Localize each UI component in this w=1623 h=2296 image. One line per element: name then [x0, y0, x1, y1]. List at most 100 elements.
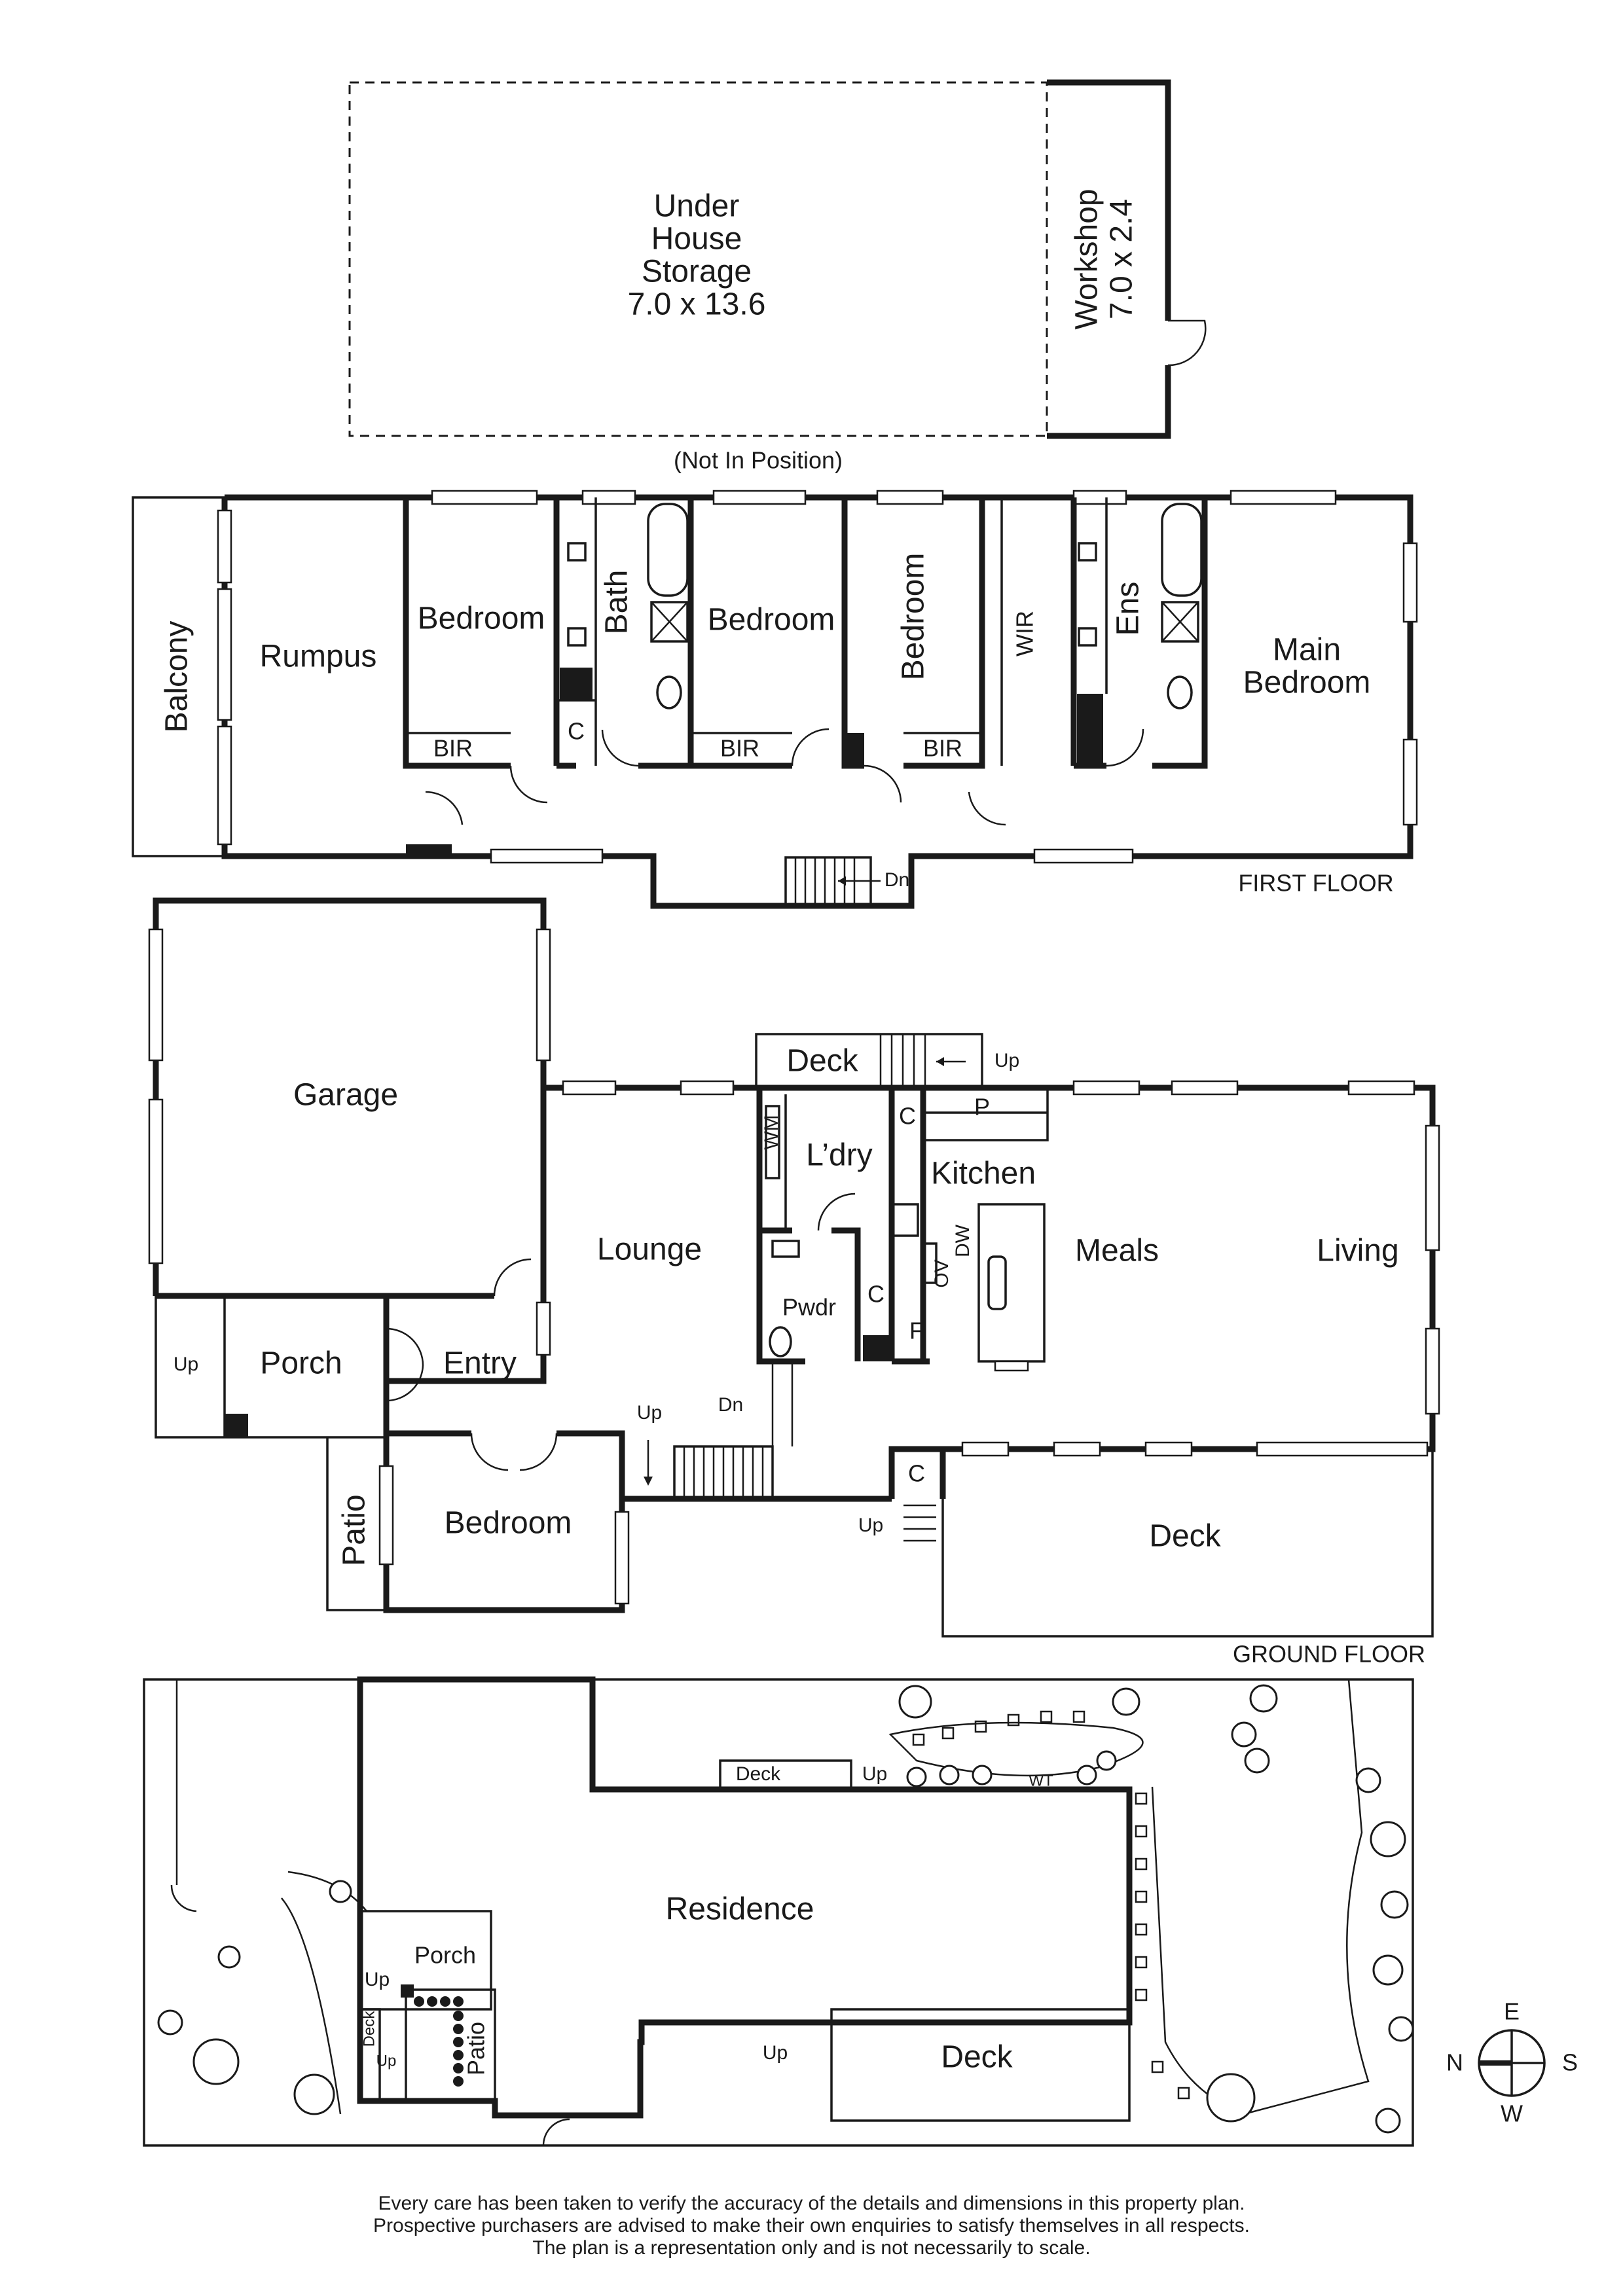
- stepping-stone: [941, 1727, 955, 1740]
- porch-up-label: Up: [173, 1354, 198, 1375]
- window: [148, 1098, 164, 1265]
- workshop-walls: [1047, 79, 1171, 321]
- site-patio: [405, 1988, 496, 2102]
- vanity-basin: [567, 627, 587, 647]
- stepping-stone: [1072, 1710, 1085, 1723]
- stepping-stone: [1135, 1825, 1148, 1838]
- window: [1072, 1080, 1140, 1096]
- powder-toilet: [769, 1326, 792, 1357]
- site-porch-up-label: Up: [365, 1969, 390, 1990]
- tree-icon: [293, 2073, 335, 2115]
- patio-dot: [453, 2037, 464, 2047]
- compass-south: S: [1562, 2049, 1578, 2076]
- window: [1033, 848, 1134, 864]
- patio-outline: [326, 1437, 386, 1611]
- wir-label: WIR: [1012, 611, 1038, 656]
- tree-icon: [1249, 1684, 1278, 1713]
- site-top-deck-up-label: Up: [862, 1763, 887, 1785]
- bir1-label: BIR: [433, 735, 473, 762]
- window: [1072, 490, 1127, 505]
- site-porch-post: [401, 1984, 414, 1998]
- c2-label: C: [867, 1281, 884, 1308]
- tree-icon: [1388, 2016, 1414, 2042]
- toilet: [1167, 675, 1193, 709]
- rumpus-label: Rumpus: [260, 639, 377, 674]
- window: [1347, 1080, 1415, 1096]
- meals-label: Meals: [1075, 1234, 1159, 1268]
- ground-floor-section: Garage Up Porch Entry Patio Bedroom Loun…: [148, 897, 1440, 1668]
- window: [217, 588, 232, 721]
- shower: [650, 601, 689, 643]
- patio-dot: [440, 1996, 450, 2007]
- under-house-storage-label-2: House: [651, 222, 742, 257]
- window: [1053, 1441, 1101, 1457]
- stepping-stone: [1135, 1923, 1148, 1936]
- bedroom3-label: Bedroom: [896, 553, 931, 681]
- cupboard-label: C: [568, 718, 585, 745]
- site-plan-section: Residence Deck Up WT Porch Up Patio Deck…: [143, 1676, 1414, 2147]
- stepping-stone: [1135, 1988, 1148, 2001]
- bir3-label: BIR: [923, 735, 962, 762]
- site-small-deck-up-label: Up: [376, 2052, 397, 2070]
- vanity-basin: [567, 542, 587, 562]
- kitchen-label: Kitchen: [931, 1157, 1036, 1191]
- bottom-deck-up-label: Up: [858, 1515, 883, 1536]
- door-swing: [791, 728, 830, 766]
- dw-label: DW: [952, 1224, 974, 1257]
- top-deck-outline: [755, 1033, 983, 1089]
- laundry-sink: [771, 1240, 800, 1258]
- site-patio-label: Patio: [463, 2022, 490, 2075]
- porch-label: Porch: [260, 1346, 342, 1381]
- tree-icon: [898, 1685, 932, 1719]
- window: [1402, 738, 1418, 826]
- window: [536, 1301, 551, 1356]
- window: [1402, 542, 1418, 623]
- tree-icon: [939, 1765, 960, 1785]
- stepping-stone: [912, 1733, 925, 1746]
- under-house-section: Under House Storage 7.0 x 13.6 Workshop …: [348, 79, 1207, 474]
- under-house-storage-label-3: Storage: [642, 255, 752, 289]
- tree-icon: [906, 1767, 927, 1787]
- window: [712, 490, 807, 505]
- balcony-label: Balcony: [160, 621, 194, 733]
- bedroom3-dark-block: [845, 733, 864, 766]
- bedroom1-walls: [403, 497, 511, 769]
- tree-icon: [329, 1880, 352, 1903]
- site-porch-label: Porch: [414, 1942, 476, 1969]
- site-bottom-deck-label: Deck: [941, 2040, 1013, 2075]
- wt-label: WT: [1029, 1772, 1053, 1789]
- porch-outline: [155, 1296, 327, 1439]
- residence-label: Residence: [666, 1892, 814, 1927]
- bedroom2-wall-right: [841, 497, 864, 769]
- vanity-basin: [1078, 627, 1097, 647]
- stair-landing-block: [406, 844, 452, 856]
- first-floor-stairs: [784, 856, 881, 907]
- stepping-stone: [1135, 1792, 1148, 1805]
- laundry-label: L’dry: [806, 1138, 872, 1173]
- site-garden-bed: [1151, 1679, 1370, 2115]
- tree-icon: [1370, 1821, 1406, 1857]
- top-deck-up-label: Up: [994, 1050, 1019, 1071]
- ens-label: Ens: [1111, 582, 1146, 636]
- compass: N E S W: [1446, 1998, 1578, 2127]
- pwdr-lower: [831, 1227, 861, 1361]
- laundry-door-swing: [817, 1193, 856, 1231]
- stairs-bottom-wall: [619, 1440, 892, 1502]
- door-swing: [864, 764, 902, 803]
- compass-needle: [1479, 2060, 1512, 2066]
- stair-dn-label: Dn: [884, 869, 909, 891]
- under-house-storage-outline: [348, 81, 1048, 437]
- shower: [1161, 601, 1199, 643]
- garage-door-swing: [493, 1258, 532, 1297]
- site-door-swing: [542, 2118, 570, 2146]
- lounge-label: Lounge: [597, 1232, 702, 1267]
- site-boundary: [143, 1678, 1414, 2147]
- tree-icon: [217, 1945, 241, 1969]
- window: [431, 490, 538, 505]
- tree-icon: [157, 2009, 183, 2036]
- stepping-stone: [1177, 2087, 1190, 2100]
- island-end: [994, 1360, 1029, 1372]
- main-bedroom-label-1: Main: [1273, 633, 1341, 668]
- tree-icon: [1375, 2108, 1401, 2134]
